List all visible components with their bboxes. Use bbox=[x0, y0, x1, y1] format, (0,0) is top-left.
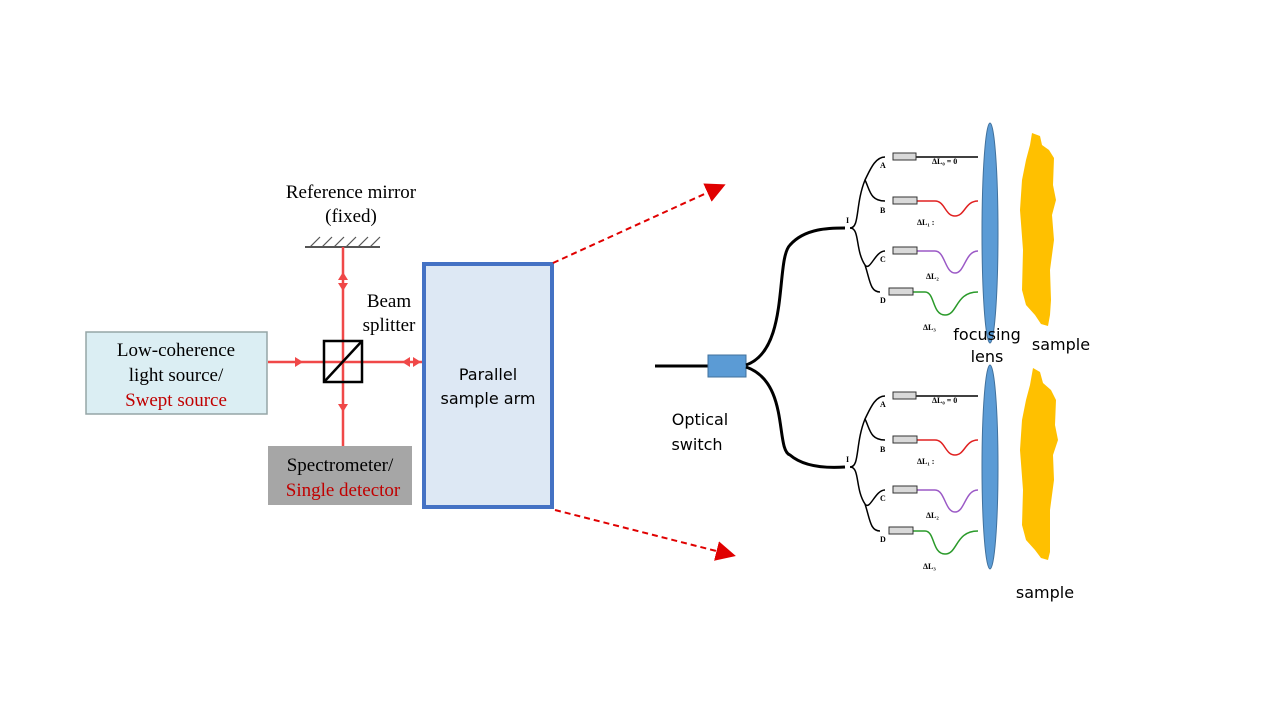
light-source-box bbox=[85, 331, 268, 415]
channel-d-label: D bbox=[880, 535, 886, 544]
expand-arrow-bottom bbox=[554, 509, 736, 561]
beam-splitter-label: Beam bbox=[367, 291, 412, 312]
beam-splitter bbox=[322, 339, 364, 384]
sample-top-label: sample bbox=[1032, 335, 1090, 354]
fiber-to-top-module bbox=[745, 226, 846, 367]
delay-c-label: ΔL₂ bbox=[926, 511, 939, 520]
channel-a-label: A bbox=[880, 400, 886, 409]
focusing-lens-bottom bbox=[981, 364, 999, 570]
delay-a-label: ΔL₀ = 0 bbox=[932, 396, 957, 405]
fiber-module-top: I A B C D ΔL₀ = 0 ΔL₁ : ΔL₂ ΔL₃ bbox=[846, 152, 979, 332]
channel-c-label: C bbox=[880, 255, 886, 264]
delay-d-label: ΔL₃ bbox=[923, 562, 936, 571]
beam-paths bbox=[268, 247, 422, 446]
sample-bottom bbox=[1020, 368, 1058, 560]
reference-mirror bbox=[305, 236, 381, 248]
channel-d-label: D bbox=[880, 296, 886, 305]
beam-splitter-sublabel: splitter bbox=[363, 315, 416, 336]
sample-arm-label-2: sample arm bbox=[441, 389, 536, 408]
focusing-lens-top bbox=[981, 122, 999, 344]
focusing-lens-label-2: lens bbox=[971, 347, 1004, 366]
delay-b-label: ΔL₁ : bbox=[917, 218, 934, 227]
sample-bottom-label: sample bbox=[1016, 583, 1074, 602]
delay-b-label: ΔL₁ : bbox=[917, 457, 934, 466]
delay-d-label: ΔL₃ bbox=[923, 323, 936, 332]
light-source-label-2: light source/ bbox=[129, 365, 224, 386]
sample-top bbox=[1020, 133, 1056, 326]
channel-a-label: A bbox=[880, 161, 886, 170]
reference-mirror-label: Reference mirror bbox=[286, 182, 417, 203]
focusing-lens-label-1: focusing bbox=[953, 325, 1020, 344]
optical-switch bbox=[707, 354, 747, 378]
beam-arrows bbox=[295, 272, 421, 412]
delay-c-label: ΔL₂ bbox=[926, 272, 939, 281]
detector-label-1: Spectrometer/ bbox=[287, 455, 394, 476]
light-source-label-3: Swept source bbox=[125, 390, 227, 411]
optical-switch-label-2: switch bbox=[671, 435, 722, 454]
delay-a-label: ΔL₀ = 0 bbox=[932, 157, 957, 166]
channel-c-label: C bbox=[880, 494, 886, 503]
fiber-to-bottom-module bbox=[745, 365, 846, 469]
fiber-module-bottom: I A B C D ΔL₀ = 0 ΔL₁ : ΔL₂ ΔL₃ bbox=[846, 391, 979, 571]
splitter-label: I bbox=[846, 216, 849, 225]
sample-arm-label-1: Parallel bbox=[459, 365, 517, 384]
parallel-sample-arm-box bbox=[422, 262, 554, 509]
splitter-label: I bbox=[846, 455, 849, 464]
channel-b-label: B bbox=[880, 206, 886, 215]
reference-mirror-sublabel: (fixed) bbox=[325, 206, 377, 227]
optical-switch-label-1: Optical bbox=[672, 410, 729, 429]
detector-box bbox=[268, 446, 412, 505]
channel-b-label: B bbox=[880, 445, 886, 454]
expand-arrow-top bbox=[552, 183, 726, 264]
light-source-label-1: Low-coherence bbox=[117, 340, 235, 361]
detector-label-2: Single detector bbox=[286, 480, 401, 501]
